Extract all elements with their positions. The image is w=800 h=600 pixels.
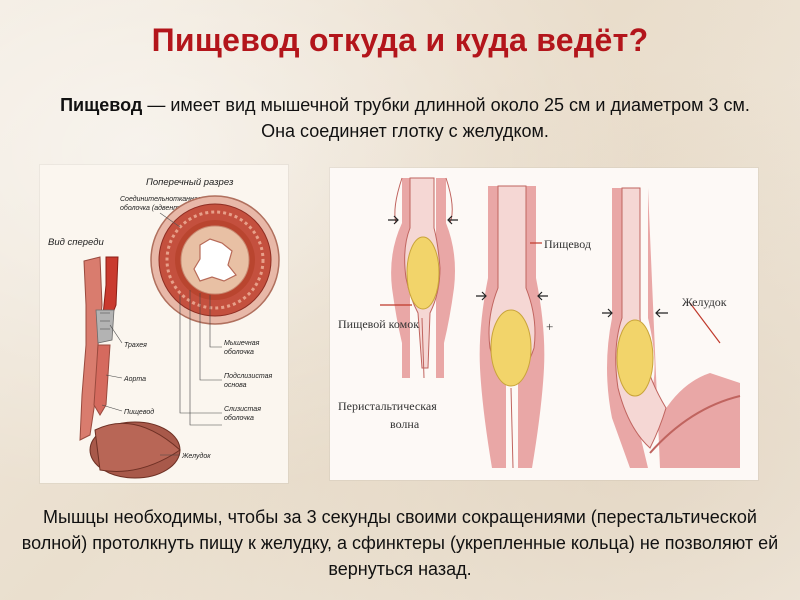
peristalsis-figure: Пищевод Пищевой комок + Желудок Перистал…	[330, 168, 758, 480]
intro-text: — имеет вид мышечной трубки длинной окол…	[142, 95, 750, 141]
esophagus-stage-2	[480, 186, 545, 468]
outro-paragraph: Мышцы необходимы, чтобы за 3 секунды сво…	[20, 504, 780, 582]
muscular-label-1: Мышечная	[224, 340, 260, 347]
food-bolus-label: Пищевой комок	[338, 317, 419, 331]
stomach-label-right: Желудок	[682, 295, 727, 309]
muscular-label-2: оболочка	[224, 348, 254, 356]
trachea-label: Трахея	[124, 342, 147, 349]
stomach-label-left: Желудок	[181, 452, 211, 460]
wave-label-1: Перистальтическая	[338, 399, 437, 413]
peristalsis-svg: Пищевод Пищевой комок + Желудок Перистал…	[330, 168, 758, 480]
mucosa-label-1: Слизистая	[224, 406, 261, 413]
wave-label-2: волна	[390, 417, 420, 431]
front-view-title: Вид спереди	[48, 237, 104, 248]
esophagus-stage-3	[607, 188, 740, 468]
cross-section-title: Поперечный разрез	[146, 177, 234, 188]
mucosa-label-2: оболочка	[224, 414, 254, 422]
esophagus-stage-1	[391, 178, 455, 378]
cross-section-ring	[151, 196, 279, 324]
intro-term: Пищевод	[60, 95, 142, 115]
esophagus-label-left: Пищевод	[124, 408, 154, 416]
page-title: Пищевод откуда и куда ведёт?	[0, 22, 800, 59]
anatomy-svg: Поперечный разрез Соединительнотканная о…	[40, 165, 288, 483]
plus-sign: +	[546, 319, 553, 334]
anatomy-figure: Поперечный разрез Соединительнотканная о…	[40, 165, 288, 483]
intro-paragraph: Пищевод — имеет вид мышечной трубки длин…	[60, 92, 750, 144]
aorta-label: Аорта	[123, 376, 146, 383]
esophagus-label-right: Пищевод	[544, 237, 591, 251]
submucosa-label-1: Подслизистая	[224, 372, 272, 380]
submucosa-label-2: основа	[224, 382, 247, 389]
